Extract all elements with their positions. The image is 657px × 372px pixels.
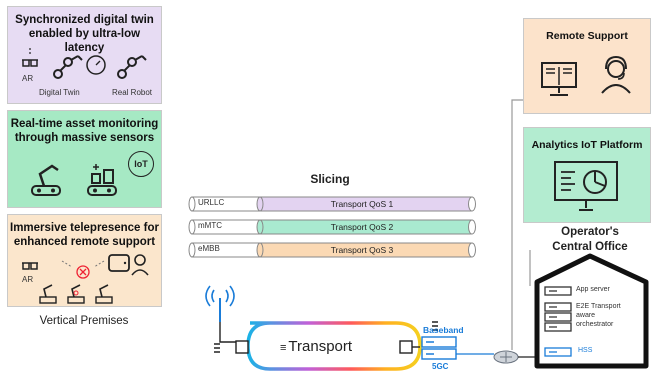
- server-label: E2E Transport aware orchestrator: [576, 303, 621, 328]
- server-icon: [544, 286, 572, 296]
- slice-qos: Transport QoS 2: [330, 222, 394, 232]
- robot-arm-icon: [53, 55, 83, 79]
- baseband-unit-icon: [432, 321, 438, 331]
- monitoring-title-line2: through massive sensors: [14, 132, 155, 144]
- remote-support-panel: Remote Support: [523, 18, 651, 114]
- telepresence-title-line1: Immersive telepresence for: [10, 222, 159, 234]
- slice-tube: [188, 196, 476, 212]
- slice-qos: Transport QoS 3: [330, 245, 394, 255]
- ar-glasses-icon: [22, 262, 38, 270]
- conveyor-icon: [87, 164, 117, 196]
- ar-label: AR: [22, 275, 34, 284]
- server-label: App server: [576, 286, 610, 293]
- real-robot-label: Real Robot: [112, 88, 153, 97]
- telepresence-panel: Immersive telepresence for enhanced remo…: [7, 214, 162, 307]
- server-label: HSS: [578, 347, 593, 354]
- mobile-robot-icon: [31, 164, 61, 196]
- server-stack-icon: [544, 302, 572, 332]
- transport-node-right: [399, 340, 413, 354]
- slicing-title: Slicing: [310, 172, 350, 186]
- transport-node-left: [235, 340, 249, 354]
- digital-twin-label: Digital Twin: [39, 88, 80, 97]
- slice-name: eMBB: [198, 244, 220, 253]
- analytics-dashboard-icon: [554, 161, 618, 211]
- baseband-label: Baseband: [423, 325, 464, 335]
- digital-twin-title-line2: enabled by ultra-low latency: [28, 28, 141, 54]
- factory-robots-icon: [39, 284, 113, 304]
- telepresence-title-line2: enhanced remote support: [13, 236, 156, 248]
- blocked-icon: [76, 265, 90, 279]
- server-icon: [544, 347, 572, 357]
- slice-qos: Transport QoS 1: [330, 199, 394, 209]
- manual-screen-icon: [541, 62, 577, 96]
- transport-ring: [246, 321, 422, 371]
- ar-glasses-icon: [22, 48, 38, 67]
- slice-name: mMTC: [198, 221, 222, 230]
- latency-clock-icon: [86, 55, 106, 75]
- iot-label: IoT: [134, 159, 148, 169]
- transport-text: Transport: [288, 338, 353, 355]
- baseband-5gc-label: 5GC: [432, 362, 449, 371]
- slice-name: URLLC: [198, 198, 225, 207]
- iot-icon: IoT: [128, 151, 154, 177]
- router-icon: [493, 350, 519, 364]
- ar-label: AR: [22, 74, 34, 83]
- connection-arrows-icon: [61, 260, 105, 268]
- radio-unit-icon: [214, 343, 220, 353]
- real-robot-icon: [117, 55, 147, 79]
- remote-support-title: Remote Support: [546, 30, 628, 42]
- office-title-line2: Central Office: [552, 241, 628, 253]
- transport-label: ≡Transport: [280, 338, 390, 355]
- analytics-title: Analytics IoT Platform: [531, 139, 643, 151]
- office-title-line1: Operator's: [561, 226, 619, 238]
- transport-icon: ≡: [280, 342, 287, 354]
- central-office-building: [534, 253, 649, 369]
- antenna-icon: [205, 285, 235, 322]
- monitoring-title-line1: Real-time asset monitoring: [10, 118, 159, 130]
- support-agent-icon: [601, 55, 631, 94]
- analytics-panel: Analytics IoT Platform: [523, 127, 651, 223]
- baseband-servers-icon: [421, 336, 457, 360]
- vertical-premises-label: Vertical Premises: [39, 315, 129, 327]
- digital-twin-title-line1: Synchronized digital twin: [15, 14, 154, 26]
- monitoring-panel: Real-time asset monitoring through massi…: [7, 110, 162, 208]
- digital-twin-panel: Synchronized digital twin enabled by ult…: [7, 6, 162, 104]
- slice-tube: [188, 219, 476, 235]
- slice-tube: [188, 242, 476, 258]
- remote-expert-icon: [108, 254, 149, 276]
